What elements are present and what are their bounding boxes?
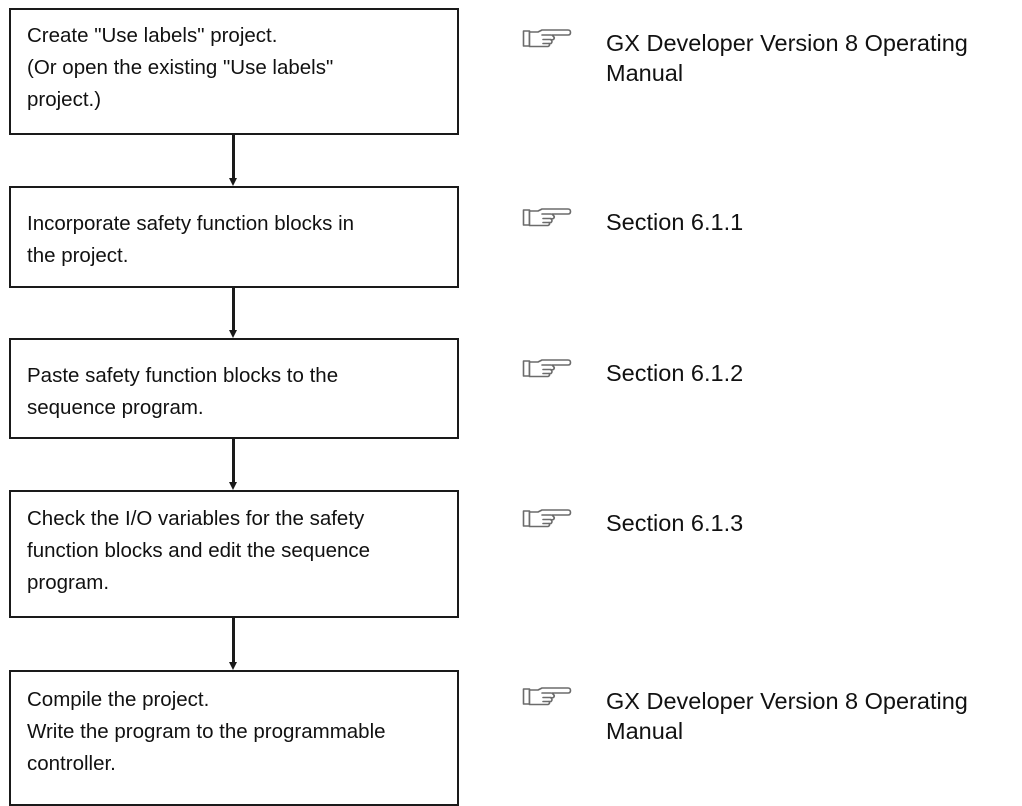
step-text-line: project.) (27, 88, 102, 111)
flow-arrow (229, 439, 239, 490)
step-box-paste-blocks: Paste safety function blocks to the sequ… (9, 338, 459, 439)
step-box-incorporate-blocks: Incorporate safety function blocks in th… (9, 186, 459, 288)
step-box-create-project: Create "Use labels" project. (Or open th… (9, 8, 459, 135)
reference-text: Section 6.1.1 (606, 209, 744, 235)
step-text-line: controller. (27, 752, 116, 775)
pointing-hand-icon (522, 208, 572, 227)
step-box-check-io-variables: Check the I/O variables for the safety f… (9, 490, 459, 618)
step-text-line: function blocks and edit the sequence (27, 539, 371, 562)
flow-arrow-line (232, 288, 235, 331)
flow-arrow-head (229, 482, 237, 490)
flow-arrow-head (229, 662, 237, 670)
step-text-line: sequence program. (27, 396, 204, 419)
pointing-hand-icon (522, 29, 572, 48)
step-text-line: Write the program to the programmable (27, 720, 386, 743)
flow-arrow-line (232, 439, 235, 483)
flow-arrow-head (229, 178, 237, 186)
step-text-line: Compile the project. (27, 688, 210, 711)
pointing-hand-icon (522, 687, 572, 706)
pointing-hand-icon (522, 509, 572, 528)
step-text-line: Create "Use labels" project. (27, 24, 278, 47)
flow-arrow (229, 135, 239, 186)
reference-text: Section 6.1.3 (606, 510, 744, 536)
flow-arrow-line (232, 135, 235, 179)
step-text-line: (Or open the existing "Use labels" (27, 56, 334, 79)
flow-arrow (229, 288, 239, 338)
reference-text: GX Developer Version 8 Operating Manual (606, 688, 968, 744)
pointing-hand-icon (522, 359, 572, 378)
step-text-line: Paste safety function blocks to the (27, 364, 339, 387)
step-text-line: Incorporate safety function blocks in (27, 212, 355, 235)
flow-arrow (229, 618, 239, 670)
step-text-line: Check the I/O variables for the safety (27, 507, 365, 530)
reference-text: GX Developer Version 8 Operating Manual (606, 30, 968, 86)
step-text-line: program. (27, 571, 110, 594)
reference-text: Section 6.1.2 (606, 360, 744, 386)
flow-arrow-head (229, 330, 237, 338)
step-text-line: the project. (27, 244, 129, 267)
step-box-compile-and-write: Compile the project. Write the program t… (9, 670, 459, 806)
flow-arrow-line (232, 618, 235, 663)
